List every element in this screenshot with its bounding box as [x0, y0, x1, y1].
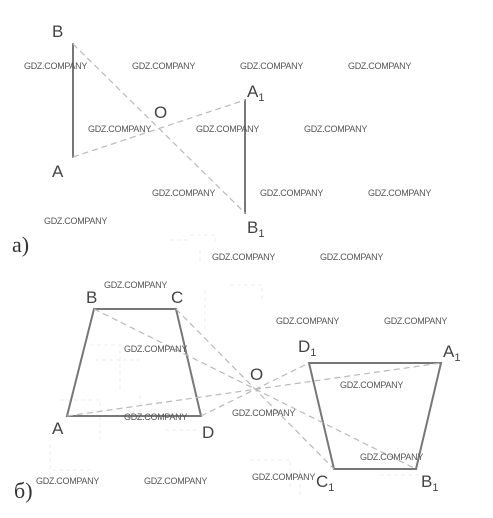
background-guides — [49, 234, 420, 495]
part-b-label: б) — [14, 478, 33, 503]
point-a-label: A — [52, 419, 64, 438]
point-a1-label: A1 — [443, 342, 460, 364]
watermark-text: GDZ.COMPANY — [212, 252, 275, 262]
line-d-d1 — [200, 362, 310, 417]
point-b1-label: B1 — [421, 472, 438, 494]
watermark-text: GDZ.COMPANY — [360, 452, 423, 462]
line-a-a1 — [72, 99, 246, 158]
watermark-text: GDZ.COMPANY — [144, 476, 207, 486]
watermark-text: GDZ.COMPANY — [44, 216, 107, 226]
watermark-text: GDZ.COMPANY — [276, 316, 339, 326]
point-a1-label: A1 — [247, 82, 264, 104]
part-a-label: а) — [12, 232, 29, 257]
watermark-text: GDZ.COMPANY — [104, 280, 167, 290]
watermark-text: GDZ.COMPANY — [152, 188, 215, 198]
point-c1-label: C1 — [316, 472, 334, 494]
watermark-text: GDZ.COMPANY — [304, 124, 367, 134]
line-a-a1 — [66, 362, 442, 417]
watermark-text: GDZ.COMPANY — [368, 188, 431, 198]
watermark-text: GDZ.COMPANY — [252, 472, 315, 482]
watermark-text: GDZ.COMPANY — [232, 408, 295, 418]
watermark-text: GDZ.COMPANY — [320, 252, 383, 262]
point-d1-label: D1 — [298, 337, 316, 359]
watermark-text: GDZ.COMPANY — [36, 476, 99, 486]
watermark-text: GDZ.COMPANY — [384, 316, 447, 326]
watermark-text: GDZ.COMPANY — [124, 344, 187, 354]
watermark-text: GDZ.COMPANY — [132, 61, 195, 71]
watermark-text: GDZ.COMPANY — [340, 380, 403, 390]
watermark-text: GDZ.COMPANY — [88, 124, 151, 134]
point-d-label: D — [202, 423, 214, 442]
watermark-text: GDZ.COMPANY — [348, 61, 411, 71]
watermark-text: GDZ.COMPANY — [240, 61, 303, 71]
point-o-label: O — [154, 103, 167, 122]
watermark-text: GDZ.COMPANY — [24, 61, 87, 71]
part-b-diagram — [65, 308, 443, 470]
watermark-text: GDZ.COMPANY — [260, 188, 323, 198]
part-a-diagram — [72, 43, 246, 214]
point-b-label: B — [52, 22, 63, 41]
watermark-text: GDZ.COMPANY — [196, 124, 259, 134]
point-o-label: O — [250, 365, 263, 384]
watermark-text: GDZ.COMPANY — [124, 412, 187, 422]
point-a-label: A — [52, 162, 64, 181]
watermarks: GDZ.COMPANY GDZ.COMPANY GDZ.COMPANY GDZ.… — [24, 61, 448, 486]
point-b1-label: B1 — [247, 218, 264, 240]
point-b-label: B — [86, 288, 97, 307]
point-c-label: C — [171, 288, 183, 307]
